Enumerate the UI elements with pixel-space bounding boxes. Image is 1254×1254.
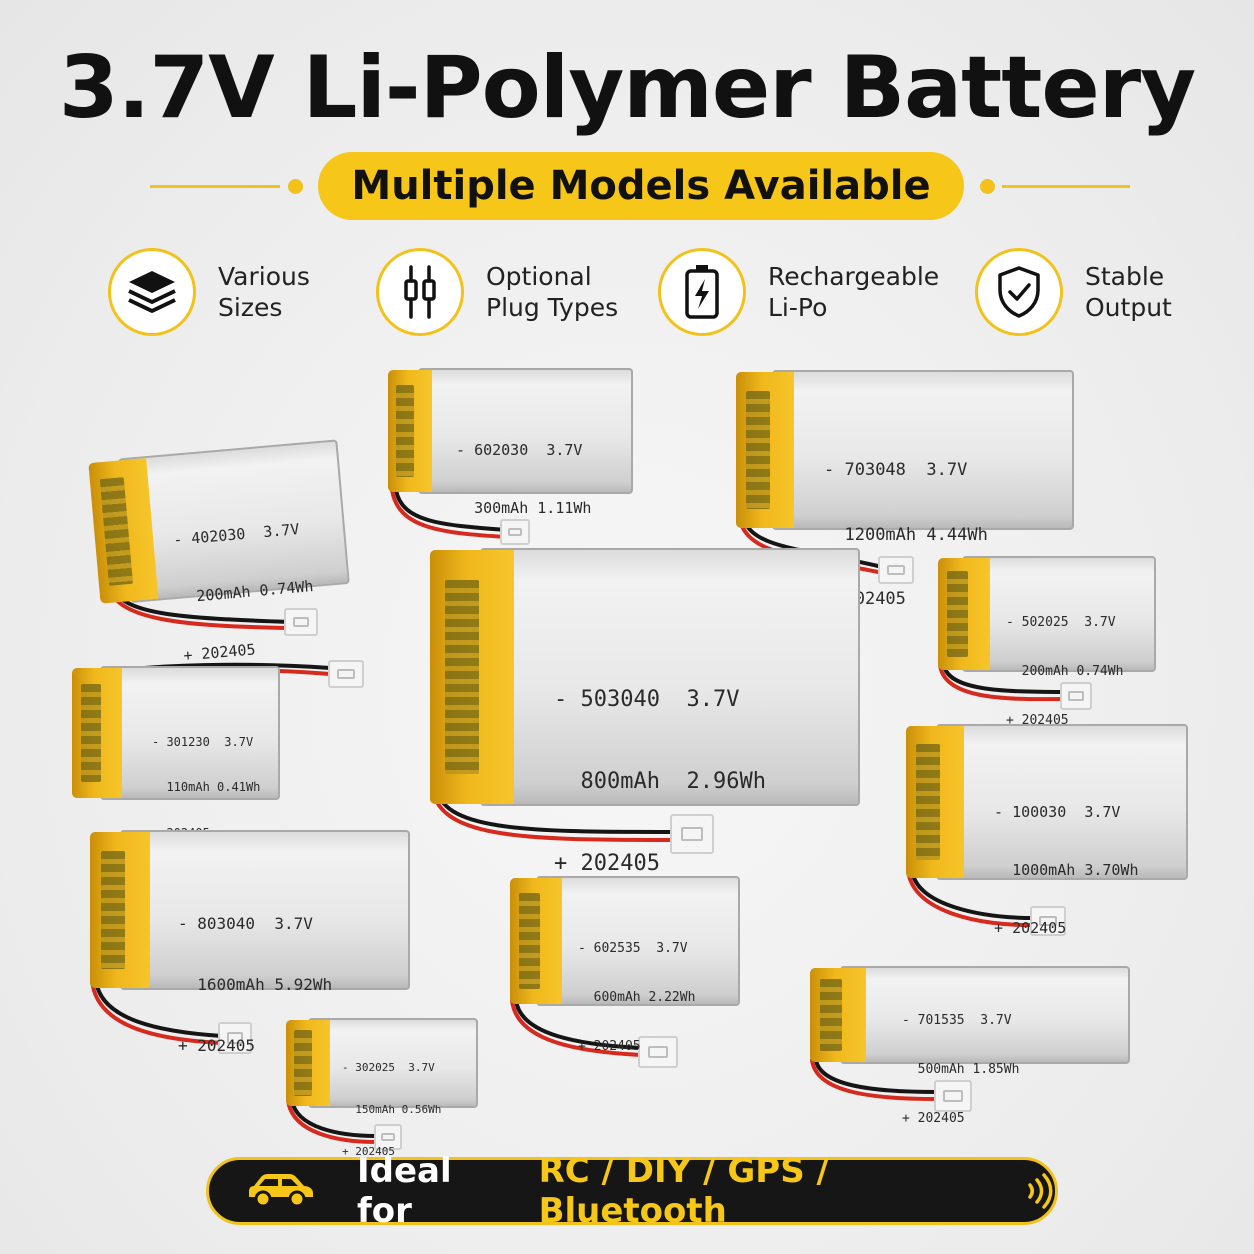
plug-connector	[218, 1022, 252, 1054]
plug-connector	[284, 608, 318, 636]
ideal-for-label: Ideal for	[357, 1151, 452, 1231]
battery-703048: - 703048 3.7V 1200mAh 4.44Wh + 202405	[736, 370, 1074, 609]
battery-label: - 703048 3.7V 1200mAh 4.44Wh + 202405	[824, 460, 988, 610]
subtitle-right-line	[1002, 185, 1130, 188]
battery-803040: - 803040 3.7V 1600mAh 5.92Wh + 202405	[90, 830, 410, 1055]
battery-402030: - 402030 3.7V 200mAh 0.74Wh + 202405	[88, 439, 350, 664]
battery-301230: - 301230 3.7V 110mAh 0.41Wh + 202405	[72, 666, 280, 840]
layers-icon	[108, 248, 196, 336]
subtitle-banner: Multiple Models Available	[0, 152, 1254, 220]
battery-503040: - 503040 3.7V 800mAh 2.96Wh + 202405	[430, 548, 860, 876]
signal-waves-icon	[1025, 1171, 1055, 1211]
plug-connector	[1060, 682, 1092, 710]
use-cases-text: RC / DIY / GPS / Bluetooth	[538, 1151, 829, 1231]
plug-connector	[500, 519, 530, 545]
battery-label: - 502025 3.7V 200mAh 0.74Wh + 202405	[1006, 615, 1124, 728]
page-title: 3.7V Li-Polymer Battery	[58, 38, 1196, 138]
plug-connector	[934, 1080, 972, 1112]
battery-charging-icon	[658, 248, 746, 336]
plug-icon	[376, 248, 464, 336]
plug-connector	[638, 1036, 678, 1068]
car-icon	[243, 1171, 317, 1211]
battery-302025: - 302025 3.7V 150mAh 0.56Wh + 202405	[286, 1018, 478, 1158]
battery-602535: - 602535 3.7V 600mAh 2.22Wh + 202405	[510, 876, 740, 1054]
use-cases-bar: Ideal for RC / DIY / GPS / Bluetooth	[206, 1151, 1058, 1231]
battery-602030: - 602030 3.7V 300mAh 1.11Wh + 202405	[388, 368, 633, 575]
subtitle-left-dot	[288, 179, 303, 194]
battery-label: - 503040 3.7V 800mAh 2.96Wh + 202405	[554, 687, 766, 876]
shield-check-icon	[975, 248, 1063, 336]
subtitle-pill: Multiple Models Available	[318, 152, 964, 220]
battery-701535: - 701535 3.7V 500mAh 1.85Wh + 202405	[810, 966, 1130, 1126]
subtitle-right-dot	[980, 179, 995, 194]
subtitle-left-line	[150, 185, 280, 188]
battery-label: - 803040 3.7V 1600mAh 5.92Wh + 202405	[178, 914, 333, 1056]
plug-connector	[670, 814, 714, 854]
plug-connector	[374, 1124, 402, 1150]
battery-label: - 701535 3.7V 500mAh 1.85Wh + 202405	[902, 1013, 1020, 1126]
battery-label: - 602535 3.7V 600mAh 2.22Wh + 202405	[578, 941, 696, 1054]
battery-502025: - 502025 3.7V 200mAh 0.74Wh + 202405	[938, 556, 1156, 728]
battery-label: - 302025 3.7V 150mAh 0.56Wh + 202405	[342, 1061, 442, 1158]
plug-connector	[1030, 906, 1066, 936]
battery-label: - 100030 3.7V 1000mAh 3.70Wh + 202405	[994, 803, 1139, 937]
plug-connector	[878, 556, 914, 584]
battery-100030: - 100030 3.7V 1000mAh 3.70Wh + 202405	[906, 724, 1188, 937]
plug-connector	[328, 660, 364, 688]
battery-label: - 301230 3.7V 110mAh 0.41Wh + 202405	[152, 735, 261, 840]
